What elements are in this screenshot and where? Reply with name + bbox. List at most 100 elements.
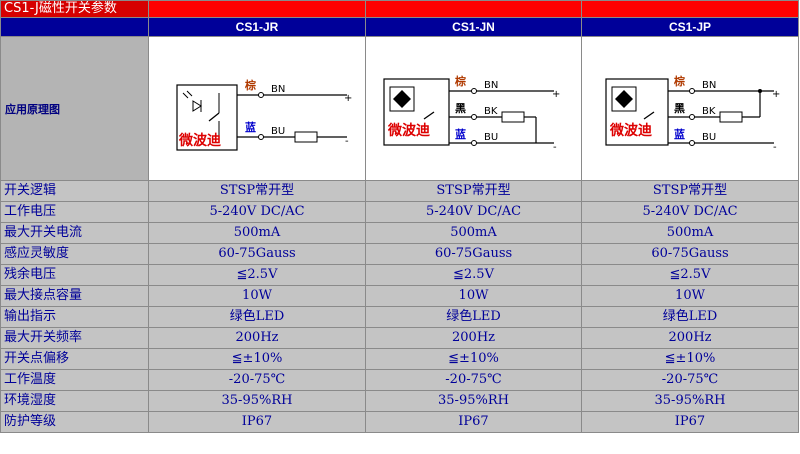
terminal-bn <box>258 92 264 98</box>
param-name: 输出指示 <box>0 306 149 328</box>
param-name: 开关点偏移 <box>0 348 149 370</box>
bu-label: BU <box>702 132 716 143</box>
sensor-box <box>605 78 669 146</box>
param-value: 35-95%RH <box>148 390 366 412</box>
terminal-bu <box>689 140 695 146</box>
bk-label: BK <box>484 106 498 117</box>
reed-switch-icon <box>208 112 220 122</box>
wiring-diagram-jn: 棕 黑 蓝 BN BK BU + - 微波迪 <box>365 36 582 181</box>
param-value: 500mA <box>581 222 799 244</box>
param-value: STSP常开型 <box>581 180 799 202</box>
param-value: 5-240V DC/AC <box>148 201 366 223</box>
model-header-blank <box>0 17 149 37</box>
table-row: 开关点偏移≦±10%≦±10%≦±10% <box>0 348 799 370</box>
param-value: ≦±10% <box>148 348 366 370</box>
param-value: 绿色LED <box>581 306 799 328</box>
param-value: 200Hz <box>365 327 582 349</box>
wiring-diagram-jr: 棕 蓝 BN BU + - 微波迪 <box>148 36 366 181</box>
minus-label: - <box>553 142 557 153</box>
brown-wire-label: 棕 <box>454 74 466 88</box>
table-title: CS1-J磁性开关参数 <box>0 0 149 18</box>
model-header: CS1-JR <box>148 17 366 37</box>
param-name: 开关逻辑 <box>0 180 149 202</box>
param-value: 200Hz <box>581 327 799 349</box>
plus-label: + <box>552 89 560 100</box>
param-name: 最大接点容量 <box>0 285 149 307</box>
param-value: ≦±10% <box>581 348 799 370</box>
param-name: 感应灵敏度 <box>0 243 149 265</box>
param-value: IP67 <box>148 411 366 433</box>
terminal-bk <box>689 114 695 120</box>
param-value: 35-95%RH <box>365 390 582 412</box>
param-value: 10W <box>148 285 366 307</box>
param-name: 最大开关频率 <box>0 327 149 349</box>
load-resistor <box>719 111 743 123</box>
bk-label: BK <box>702 106 716 117</box>
param-value: ≦±10% <box>365 348 582 370</box>
param-value: 10W <box>581 285 799 307</box>
param-value: 绿色LED <box>148 306 366 328</box>
blue-wire-label: 蓝 <box>245 120 256 134</box>
param-value: -20-75℃ <box>148 369 366 391</box>
diagram-label: 应用原理图 <box>0 36 149 181</box>
param-name: 防护等级 <box>0 411 149 433</box>
param-value: ≦2.5V <box>365 264 582 286</box>
brown-wire-label: 棕 <box>673 74 685 88</box>
param-value: 10W <box>365 285 582 307</box>
param-name: 最大开关电流 <box>0 222 149 244</box>
junction-dot <box>758 89 762 93</box>
led-diode-icon <box>192 100 202 112</box>
led-arrows-icon <box>182 90 193 99</box>
magnet-square <box>611 86 637 112</box>
title-row: CS1-J磁性开关参数 <box>0 0 799 18</box>
param-value: 500mA <box>365 222 582 244</box>
bn-label: BN <box>484 80 498 91</box>
brand-label: 微波迪 <box>178 132 221 149</box>
minus-label: - <box>773 142 777 153</box>
param-name: 残余电压 <box>0 264 149 286</box>
param-value: 60-75Gauss <box>148 243 366 265</box>
title-bar-fill <box>148 0 366 18</box>
minus-label: - <box>345 136 349 147</box>
brand-label: 微波迪 <box>387 122 430 139</box>
magnet-diamond-icon <box>615 90 633 108</box>
magnet-square <box>389 86 415 112</box>
param-value: STSP常开型 <box>148 180 366 202</box>
brand-label: 微波迪 <box>609 122 652 139</box>
spec-table: CS1-J磁性开关参数 CS1-JR CS1-JN CS1-JP 应用原理图 <box>0 0 799 433</box>
param-value: ≦2.5V <box>581 264 799 286</box>
wiring-diagram-jn-svg: 棕 黑 蓝 BN BK BU + - 微波迪 <box>383 74 560 153</box>
bu-label: BU <box>484 132 498 143</box>
param-value: 5-240V DC/AC <box>581 201 799 223</box>
param-value: IP67 <box>581 411 799 433</box>
plus-label: + <box>344 93 352 104</box>
table-row: 工作温度-20-75℃-20-75℃-20-75℃ <box>0 369 799 391</box>
model-header: CS1-JN <box>365 17 582 37</box>
title-bar-fill <box>365 0 582 18</box>
black-wire-label: 黑 <box>455 102 466 115</box>
plus-label: + <box>772 89 780 100</box>
wiring-diagram-jp: 棕 黑 蓝 BN BK BU + - 微波迪 <box>581 36 799 181</box>
sensor-box <box>176 84 238 151</box>
param-value: 60-75Gauss <box>581 243 799 265</box>
table-row: 残余电压≦2.5V≦2.5V≦2.5V <box>0 264 799 286</box>
terminal-bn <box>689 88 695 94</box>
brown-wire-label: 棕 <box>244 78 256 92</box>
param-value: IP67 <box>365 411 582 433</box>
wiring-diagram-jp-svg: 棕 黑 蓝 BN BK BU + - 微波迪 <box>605 74 780 153</box>
terminal-bu <box>471 140 477 146</box>
terminal-bk <box>471 114 477 120</box>
blue-wire-label: 蓝 <box>455 127 466 141</box>
param-value: -20-75℃ <box>581 369 799 391</box>
param-value: 绿色LED <box>365 306 582 328</box>
param-value: STSP常开型 <box>365 180 582 202</box>
black-wire-label: 黑 <box>674 102 685 115</box>
param-value: 35-95%RH <box>581 390 799 412</box>
load-resistor <box>501 111 525 123</box>
